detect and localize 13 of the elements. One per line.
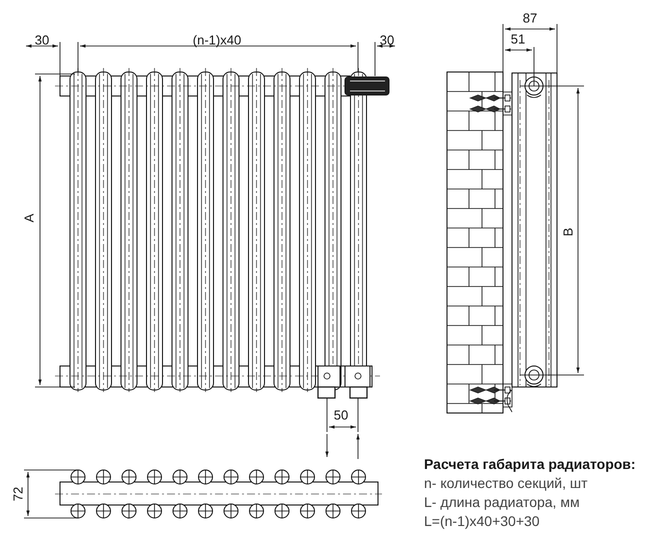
notes-heading: Расчета габарита радиаторов:: [424, 455, 636, 473]
dimension-label: 72: [12, 486, 24, 502]
note-text: L=(n-1)x40+30+30: [424, 513, 541, 530]
dimension-label: 87: [522, 12, 538, 24]
note-text: n- количество секций, шт: [424, 475, 589, 492]
dimension-label: 30: [34, 34, 50, 46]
dimension-label: 50: [334, 408, 348, 422]
dimension-label: B: [562, 228, 574, 236]
note-text: L- длина радиатора, мм: [424, 494, 581, 511]
dimension-label: (n-1)x40: [192, 34, 242, 46]
dimension-label: 51: [510, 32, 526, 46]
dimension-label: A: [22, 214, 36, 222]
dimension-label: 30: [380, 34, 394, 46]
